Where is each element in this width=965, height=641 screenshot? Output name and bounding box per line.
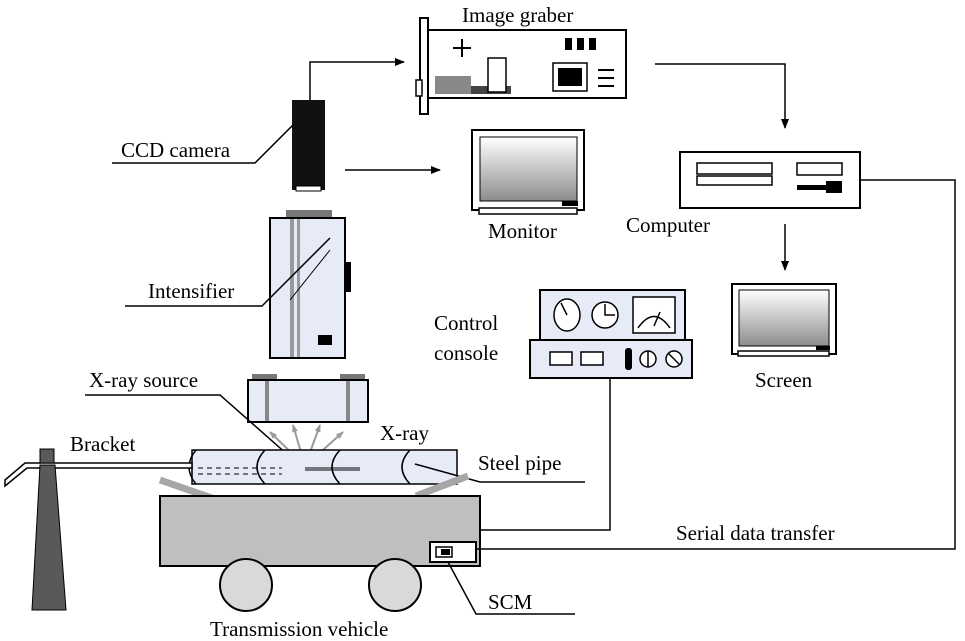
steel-pipe	[188, 449, 458, 485]
scm-leader-line	[447, 561, 575, 615]
transmission-vehicle	[158, 472, 481, 612]
steel-pipe-leader-line	[414, 463, 585, 483]
grabber-bracket	[419, 17, 429, 115]
control-console-label-line2: console	[434, 341, 498, 365]
steel-pipe-label: Steel pipe	[478, 451, 561, 475]
screen	[731, 283, 837, 357]
transmission-vehicle-label: Transmission vehicle	[210, 617, 388, 641]
monitor	[471, 129, 585, 215]
intensifier	[269, 210, 351, 359]
arrow-camera-to-grabber	[309, 58, 405, 100]
computer-label: Computer	[626, 213, 710, 237]
serial-data-transfer-label: Serial data transfer	[676, 521, 835, 545]
ccd-camera-label: CCD camera	[121, 138, 231, 162]
bracket	[4, 448, 193, 611]
image-grabber-label: Image graber	[462, 3, 573, 27]
xray-source-label: X-ray source	[89, 368, 198, 392]
ccd-camera-leader-line	[112, 124, 294, 164]
xray-source	[247, 374, 369, 423]
ccd-camera	[292, 100, 325, 192]
serial-data-line	[476, 179, 956, 550]
computer	[679, 151, 861, 209]
image-grabber	[415, 17, 627, 115]
xray-label: X-ray	[380, 421, 429, 445]
bracket-label: Bracket	[70, 432, 135, 456]
intensifier-label: Intensifier	[148, 279, 234, 303]
scm-module	[429, 541, 477, 563]
scm-label: SCM	[488, 590, 533, 614]
screen-label: Screen	[755, 368, 813, 392]
control-console-label-line1: Control	[434, 311, 498, 335]
xray-source-leader-line	[85, 394, 306, 471]
monitor-label: Monitor	[488, 219, 557, 243]
intensifier-leader-line	[125, 237, 331, 307]
arrow-grabber-to-computer	[655, 63, 789, 129]
control-console	[529, 289, 693, 379]
console-to-vehicle-line	[480, 378, 611, 531]
